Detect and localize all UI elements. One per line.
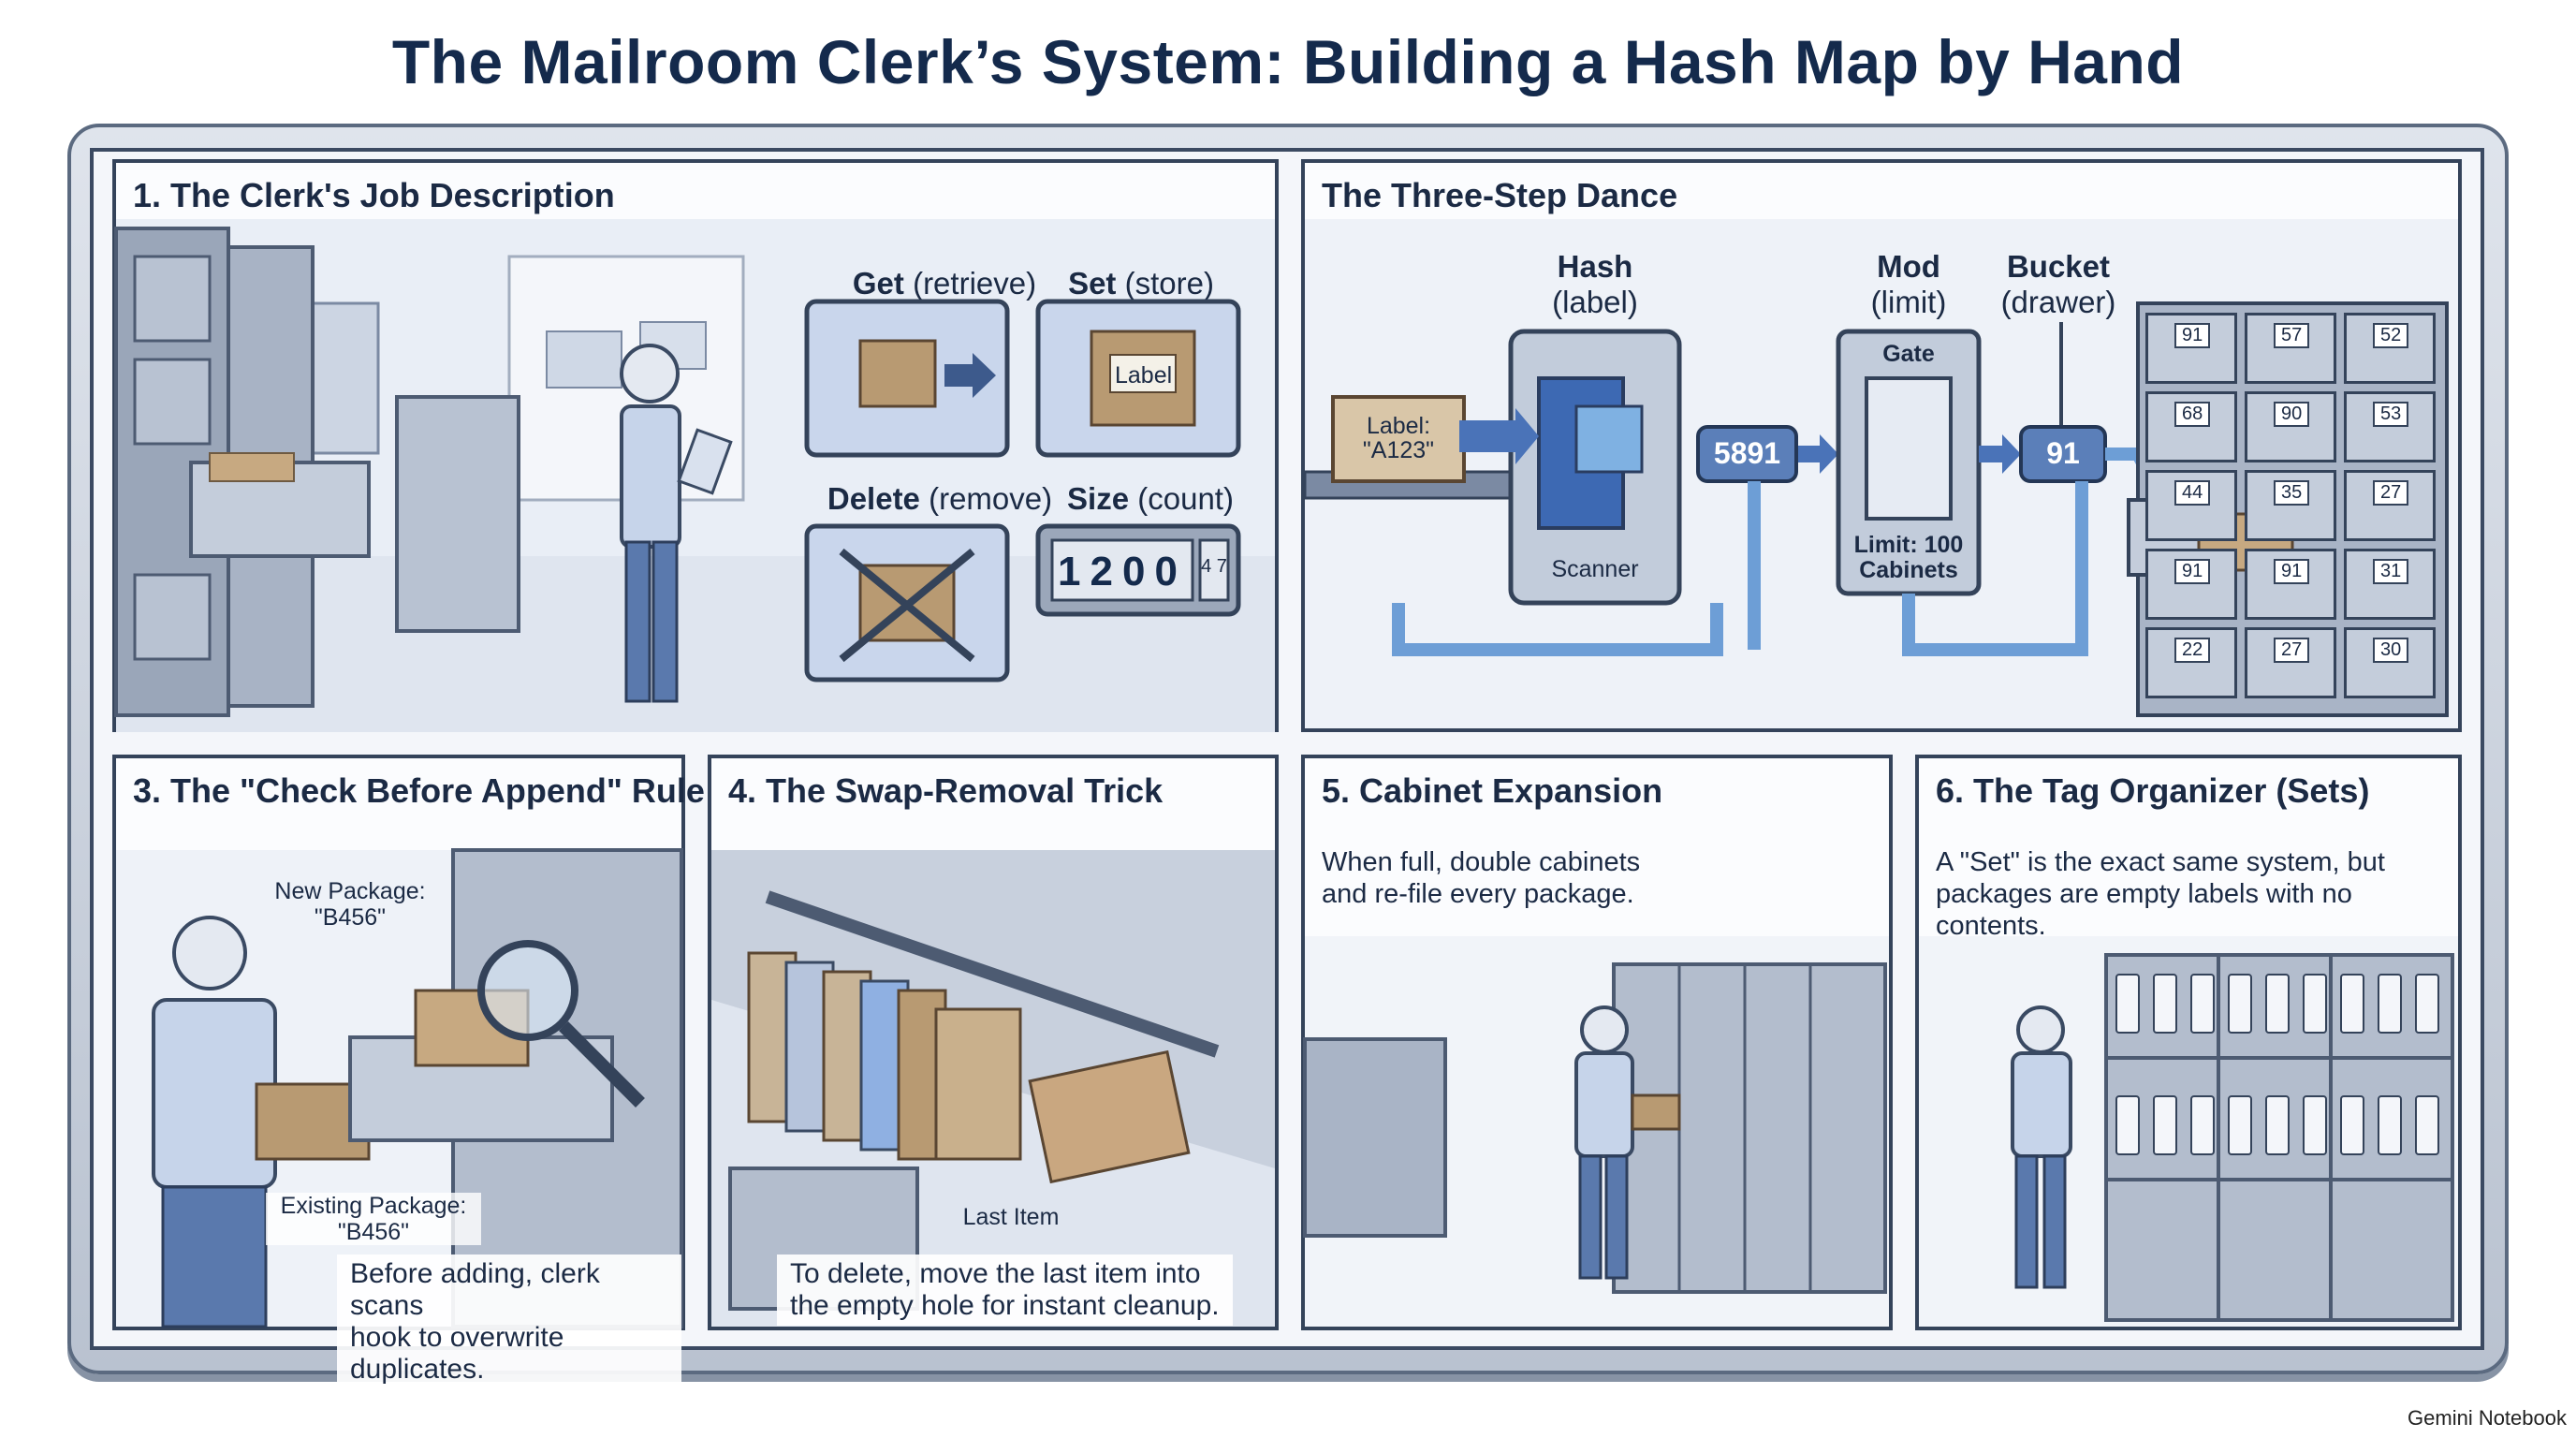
drawer-number: 91	[2174, 323, 2211, 348]
drawer-number: 27	[2373, 480, 2409, 506]
step-mod-label: Mod(limit)	[1870, 249, 1947, 319]
panel-title: The Three-Step Dance	[1322, 176, 1678, 214]
hash-value: 5891	[1713, 436, 1781, 470]
op-set-label: Set (store)	[1068, 266, 1214, 301]
panel-tag-organizer: 6. The Tag Organizer (Sets) A "Set" is t…	[1915, 755, 2462, 1330]
cabinet-drawer: 68	[2145, 391, 2237, 462]
drawer-number: 44	[2174, 480, 2211, 506]
size-counter-small: 4 7	[1201, 556, 1227, 577]
drawer-number: 30	[2373, 638, 2409, 663]
drawer-number: 53	[2373, 402, 2409, 427]
cabinet-drawer: 57	[2245, 313, 2336, 384]
scanner-label: Scanner	[1551, 556, 1639, 582]
tag-rack	[2115, 974, 2452, 1198]
check-append-illustration	[116, 848, 683, 1328]
panel4-caption: To delete, move the last item into the e…	[777, 1255, 1233, 1326]
cabinet-drawer: 53	[2344, 391, 2436, 462]
empty-tag	[2340, 1095, 2364, 1155]
panel-title: 1. The Clerk's Job Description	[133, 176, 615, 214]
op-delete-label: Delete (remove)	[827, 481, 1053, 516]
drawer-number: 52	[2373, 323, 2409, 348]
bucket-value: 91	[2046, 436, 2080, 470]
empty-tag	[2115, 1095, 2140, 1155]
empty-tag	[2340, 974, 2364, 1034]
empty-tag	[2228, 974, 2252, 1034]
cabinet-drawer: 27	[2245, 627, 2336, 698]
drawer-number: 31	[2373, 559, 2409, 584]
cabinet-drawer: 52	[2344, 313, 2436, 384]
empty-tag	[2415, 974, 2439, 1034]
cabinet-drawer: 27	[2344, 470, 2436, 541]
new-package-label: New Package: "B456"	[274, 878, 426, 931]
cabinet-drawer: 91	[2145, 313, 2237, 384]
drawer-number: 68	[2174, 402, 2211, 427]
panel-title: 6. The Tag Organizer (Sets)	[1936, 771, 2370, 810]
existing-package-label: Existing Package: "B456"	[266, 1193, 481, 1245]
drawer-number: 91	[2174, 559, 2211, 584]
empty-tag	[2303, 974, 2327, 1034]
empty-tag	[2228, 1095, 2252, 1155]
gate-label: Gate	[1882, 341, 1935, 367]
cabinet-drawer: 91	[2145, 549, 2237, 620]
empty-tag	[2378, 1095, 2402, 1155]
drawer-number: 27	[2274, 638, 2310, 663]
step-bucket-label: Bucket(drawer)	[2000, 249, 2116, 319]
get-icon	[804, 299, 1010, 458]
cabinet-drawer: 91	[2245, 549, 2336, 620]
empty-tag	[2190, 974, 2215, 1034]
op-get-label: Get (retrieve)	[852, 266, 1037, 301]
panel-cabinet-expansion: 5. Cabinet Expansion When full, double c…	[1301, 755, 1893, 1330]
empty-tag	[2265, 974, 2290, 1034]
set-tag-label: Label	[1115, 362, 1173, 389]
panel6-description: A "Set" is the exact same system, but pa…	[1936, 847, 2385, 941]
cabinet-expansion-illustration	[1303, 936, 1889, 1327]
cabinet-drawer: 31	[2344, 549, 2436, 620]
drawer-number: 91	[2274, 559, 2310, 584]
empty-tag	[2153, 974, 2177, 1034]
step-hash-label: Hash(label)	[1552, 249, 1638, 319]
swap-removal-illustration	[711, 850, 1275, 1327]
empty-tag	[2153, 1095, 2177, 1155]
drawer-number: 57	[2274, 323, 2310, 348]
cabinet-drawer: 35	[2245, 470, 2336, 541]
cabinet-drawer: 44	[2145, 470, 2237, 541]
panel-title: 4. The Swap-Removal Trick	[728, 771, 1164, 810]
cabinet-drawer: 30	[2344, 627, 2436, 698]
drawer-number: 35	[2274, 480, 2310, 506]
set-icon	[1035, 299, 1241, 458]
size-counter-icon	[1035, 523, 1241, 617]
drawer-wall: 91 57 52 68 90 53 44 35 27 91 91 31 22 27 30	[2145, 313, 2445, 706]
empty-tag	[2303, 1095, 2327, 1155]
panel-swap-removal: 4. The Swap-Removal Trick Last Item To d…	[708, 755, 1279, 1330]
empty-tag	[2190, 1095, 2215, 1155]
drawer-number: 90	[2274, 402, 2310, 427]
panel3-caption: Before adding, clerk scans hook to overw…	[337, 1255, 681, 1389]
panel-check-before-append: 3. The "Check Before Append" Rule New Pa…	[112, 755, 705, 1389]
cabinet-drawer: 90	[2245, 391, 2336, 462]
package-label: Label: "A123"	[1362, 413, 1435, 463]
drawer-number: 22	[2174, 638, 2211, 663]
delete-icon	[804, 523, 1010, 682]
panel-title: 5. Cabinet Expansion	[1322, 771, 1663, 810]
panel-three-step-dance: The Three-Step Dance Hash(label) Mod(lim…	[1301, 159, 2462, 732]
empty-tag	[2265, 1095, 2290, 1155]
last-item-label: Last Item	[962, 1204, 1060, 1230]
empty-tag	[2415, 1095, 2439, 1155]
limit-label: Limit: 100 Cabinets	[1853, 532, 1964, 583]
panel5-description: When full, double cabinets and re-file e…	[1322, 847, 1641, 909]
panel-job-description: 1. The Clerk's Job Description Get (retr…	[112, 159, 1279, 732]
empty-tag	[2115, 974, 2140, 1034]
panel-title: 3. The "Check Before Append" Rule	[133, 771, 705, 810]
size-counter-value: 1200	[1058, 549, 1187, 594]
page-title: The Mailroom Clerk’s System: Building a …	[391, 27, 2185, 96]
op-size-label: Size (count)	[1067, 481, 1234, 516]
watermark: Gemini Notebook	[2408, 1406, 2567, 1430]
cabinet-drawer: 22	[2145, 627, 2237, 698]
empty-tag	[2378, 974, 2402, 1034]
